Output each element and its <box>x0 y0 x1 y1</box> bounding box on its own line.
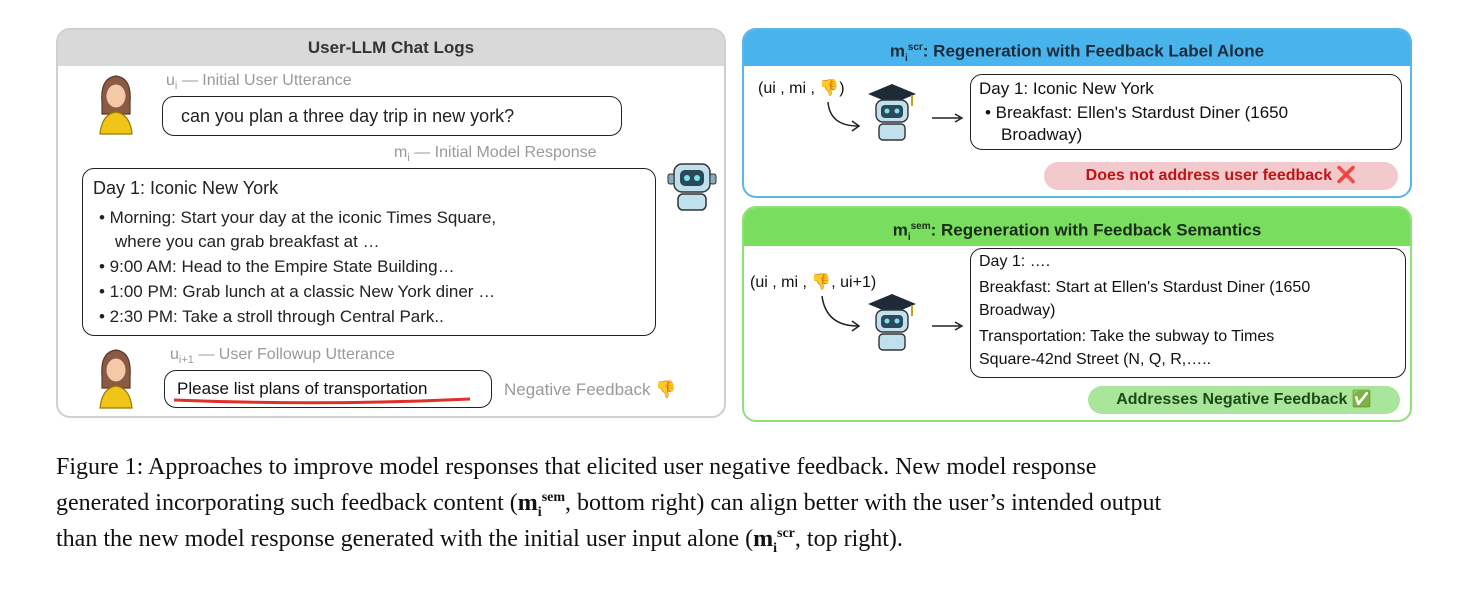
red-underline <box>173 397 471 405</box>
figure-caption-line: than the new model response generated wi… <box>56 526 903 556</box>
response-line: Broadway) <box>979 302 1056 319</box>
response-item: • 9:00 AM: Head to the Empire State Buil… <box>99 257 455 276</box>
response-line: Day 1: …. <box>979 253 1051 270</box>
arrow-icon <box>932 113 964 123</box>
chat-logs-panel: User-LLM Chat Logs ui — Initial User Utt… <box>56 28 726 418</box>
followup-text: Please list plans of transportation <box>177 379 428 398</box>
figure-caption-line: Figure 1: Approaches to improve model re… <box>56 454 1097 480</box>
followup-tag: ui+1 — User Followup Utterance <box>170 346 395 367</box>
response-item: • 1:00 PM: Grab lunch at a classic New Y… <box>99 282 496 301</box>
input-label: (ui , mi , 👎, ui+1) <box>750 274 877 291</box>
graduate-robot-icon <box>868 84 916 141</box>
response-item: • Morning: Start your day at the iconic … <box>99 208 497 227</box>
negative-feedback-label: Negative Feedback 👎 <box>504 380 677 399</box>
initial-utterance-bubble: can you plan a three day trip in new yor… <box>162 96 622 136</box>
response-line: Square-42nd Street (N, Q, R,….. <box>979 351 1212 368</box>
response-item: • 2:30 PM: Take a stroll through Central… <box>99 307 444 326</box>
regeneration-semantics-header: misem: Regeneration with Feedback Semant… <box>744 208 1410 246</box>
response-line: • Breakfast: Ellen's Stardust Diner (165… <box>985 103 1289 122</box>
initial-utterance-text: can you plan a three day trip in new yor… <box>181 106 515 126</box>
model-response-bubble: Day 1: Iconic New York • Morning: Start … <box>82 168 656 336</box>
curved-arrow-icon <box>827 101 861 132</box>
woman-avatar-icon <box>99 349 133 409</box>
regeneration-label-header: miscr: Regeneration with Feedback Label … <box>744 30 1410 66</box>
woman-avatar-icon <box>99 75 133 135</box>
initial-utterance-tag: ui — Initial User Utterance <box>166 72 352 93</box>
response-line: Broadway) <box>1001 125 1083 144</box>
curved-arrow-icon <box>821 295 861 332</box>
response-title: Day 1: Iconic New York <box>979 79 1154 98</box>
fail-badge: Does not address user feedback ❌ <box>1044 162 1398 190</box>
regeneration-semantics-panel: misem: Regeneration with Feedback Semant… <box>742 206 1412 422</box>
model-response-tag: mi — Initial Model Response <box>394 144 597 165</box>
figure-caption-line: generated incorporating such feedback co… <box>56 490 1162 520</box>
graduate-robot-icon <box>868 294 916 351</box>
response-line: Transportation: Take the subway to Times <box>979 328 1275 345</box>
success-badge: Addresses Negative Feedback ✅ <box>1088 386 1400 414</box>
regenerated-response-bubble: Day 1: Iconic New York • Breakfast: Elle… <box>970 74 1402 150</box>
arrow-icon <box>932 321 964 331</box>
robot-icon <box>667 163 717 211</box>
regenerated-response-bubble: Day 1: …. Breakfast: Start at Ellen's St… <box>970 248 1406 378</box>
chat-logs-header: User-LLM Chat Logs <box>58 30 724 66</box>
response-line: Breakfast: Start at Ellen's Stardust Din… <box>979 279 1311 296</box>
response-item: where you can grab breakfast at … <box>115 232 380 251</box>
regeneration-label-panel: miscr: Regeneration with Feedback Label … <box>742 28 1412 198</box>
response-title: Day 1: Iconic New York <box>93 178 279 198</box>
input-label: (ui , mi , 👎) <box>758 80 845 97</box>
